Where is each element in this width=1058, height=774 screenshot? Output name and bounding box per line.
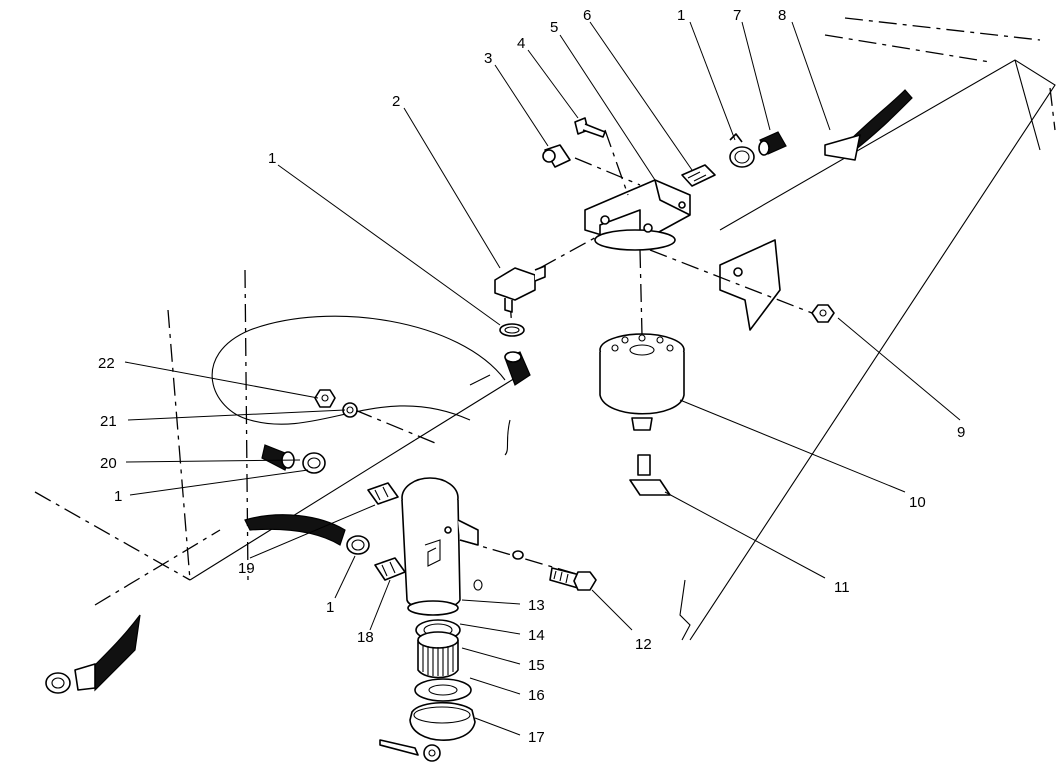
callout-12: 12 — [635, 636, 652, 653]
callout-6: 6 — [583, 7, 591, 24]
seal-16 — [414, 678, 472, 702]
callout-18: 18 — [357, 629, 374, 646]
callout-22: 22 — [98, 355, 115, 372]
assembly-lines — [354, 129, 831, 576]
nut-9 — [811, 304, 835, 323]
short-hose — [504, 351, 531, 386]
callout-20: 20 — [100, 455, 117, 472]
hose-20 — [261, 444, 295, 471]
main-fuel-hose — [45, 514, 346, 694]
callout-1d: 1 — [114, 488, 122, 505]
filter-head-bracket — [584, 179, 691, 251]
hose-clamp-top — [729, 133, 755, 168]
lock-washer-21 — [342, 402, 358, 418]
fitting-3 — [542, 144, 571, 168]
mounting-bracket — [719, 239, 781, 331]
water-separator-bowl — [401, 477, 479, 610]
callout-7: 7 — [733, 7, 741, 24]
fuel-line-route — [211, 315, 506, 425]
callout-11: 11 — [834, 579, 850, 596]
hose-clamp-upper — [499, 323, 525, 337]
callout-9: 9 — [957, 424, 965, 441]
hose-clamp-20 — [302, 452, 326, 474]
callout-15: 15 — [528, 657, 545, 674]
callout-21: 21 — [100, 413, 117, 430]
o-ring-13 — [407, 600, 459, 616]
callout-16: 16 — [528, 687, 545, 704]
callout-1a: 1 — [677, 7, 685, 24]
callout-3: 3 — [484, 50, 492, 67]
callout-10: 10 — [909, 494, 926, 511]
callout-14: 14 — [528, 627, 545, 644]
bolt-12 — [512, 550, 597, 591]
callout-4: 4 — [517, 35, 525, 52]
left-body-panel — [34, 269, 521, 606]
callout-1b: 1 — [268, 150, 276, 167]
drain-valve-11 — [629, 454, 671, 496]
fitting-19 — [367, 482, 399, 505]
callout-1c: 1 — [326, 599, 334, 616]
hose-segment-7 — [758, 131, 787, 156]
fitting-6 — [681, 164, 716, 187]
screw-4 — [574, 117, 606, 138]
callout-19: 19 — [238, 560, 255, 577]
callout-5: 5 — [550, 19, 558, 36]
callout-2: 2 — [392, 93, 400, 110]
callout-13: 13 — [528, 597, 545, 614]
leader-lines — [124, 21, 961, 736]
right-body-panel — [679, 17, 1056, 641]
filter-element-15 — [417, 631, 459, 679]
callout-17: 17 — [528, 729, 545, 746]
nut-22 — [314, 389, 336, 408]
fitting-18 — [374, 557, 406, 581]
elbow-fitting — [494, 265, 546, 313]
hose-clamp-left-lower — [346, 535, 370, 555]
callout-8: 8 — [778, 7, 786, 24]
callout-labels: 1 7 8 6 5 4 3 2 1 9 10 11 12 13 14 15 16… — [98, 7, 965, 746]
filter-canister-10 — [599, 333, 685, 431]
fuel-hose-8 — [824, 89, 913, 161]
drain-bowl-17 — [379, 701, 476, 762]
